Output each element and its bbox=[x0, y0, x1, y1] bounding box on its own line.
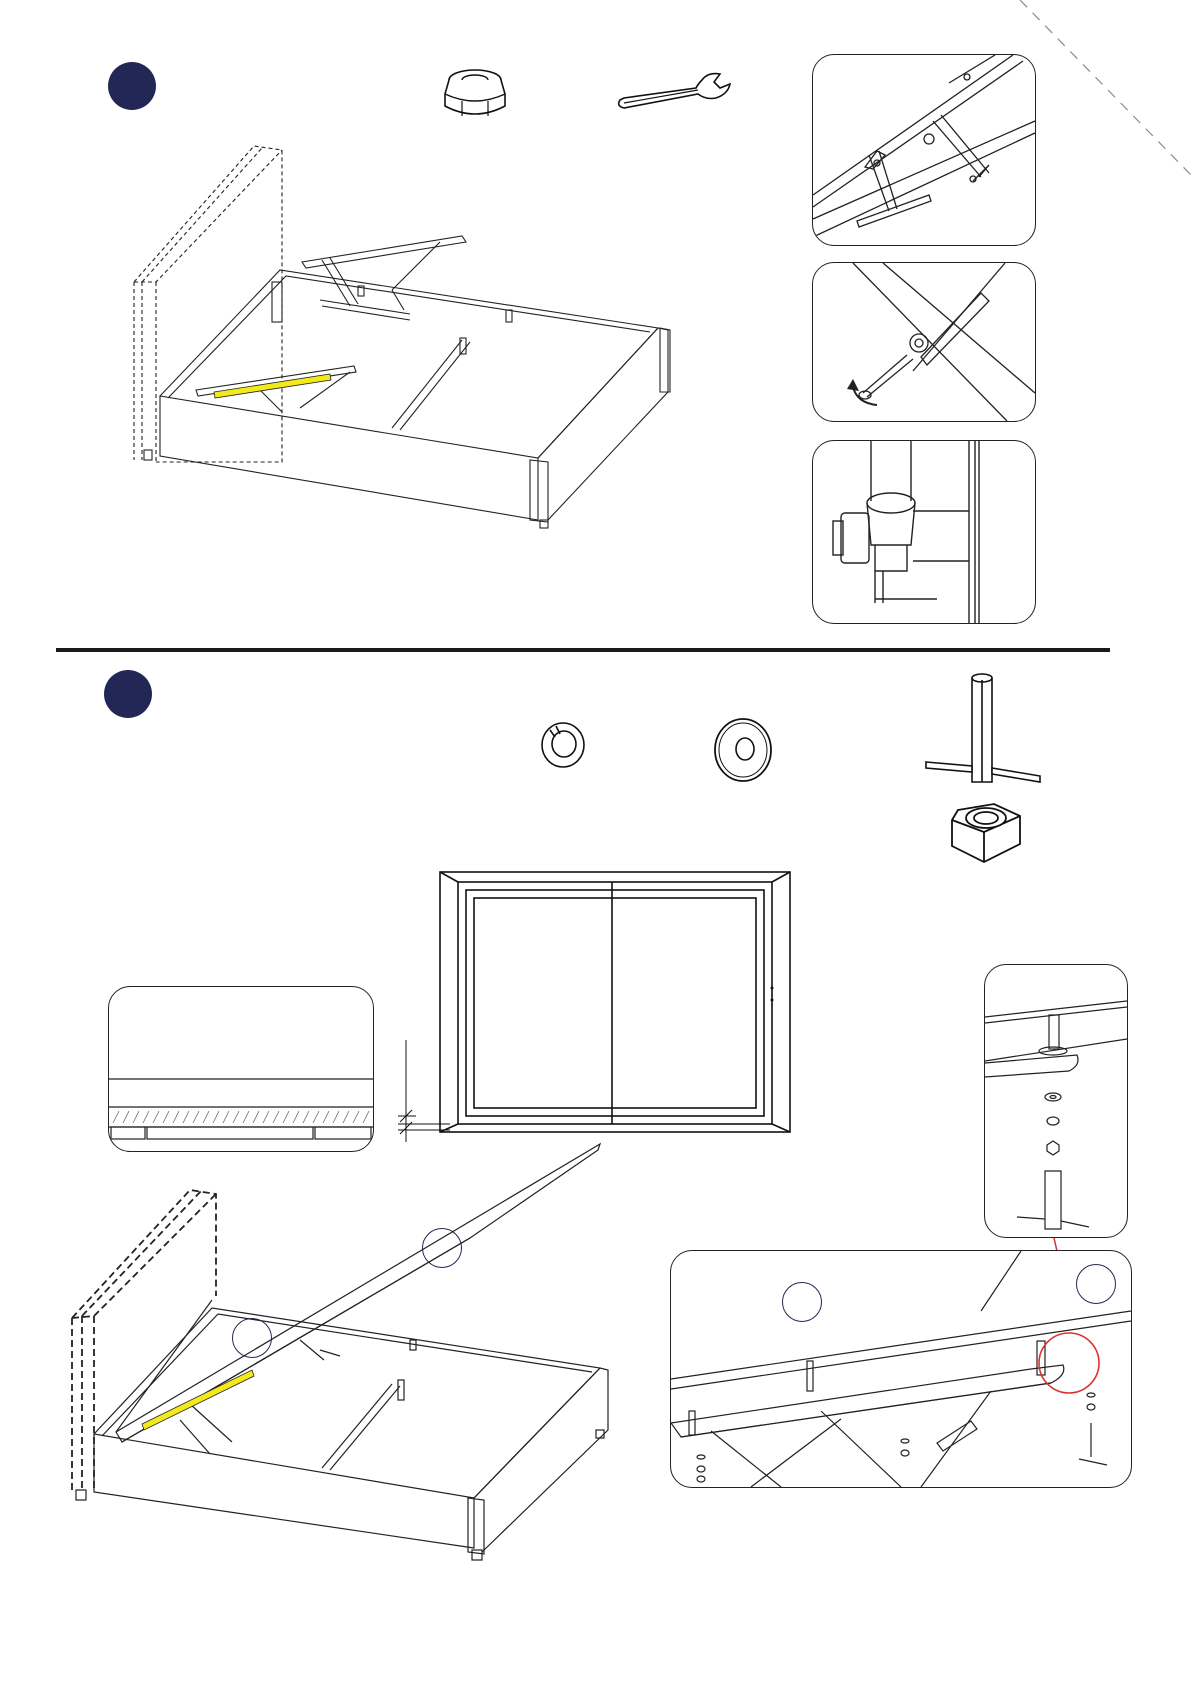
wrench-tightening-detail bbox=[812, 262, 1036, 422]
slat-gap-detail bbox=[108, 986, 374, 1152]
gas-strut-bracket-detail bbox=[812, 54, 1036, 246]
callout-circle-b bbox=[232, 1318, 272, 1358]
highlight-circle bbox=[1039, 1333, 1099, 1393]
callout-circle-a bbox=[422, 1228, 462, 1268]
gas-strut-highlight-2 bbox=[142, 1370, 254, 1430]
step-1-badge bbox=[108, 62, 156, 110]
bolt-stack-detail bbox=[984, 964, 1128, 1238]
open-end-wrench-icon bbox=[616, 70, 736, 114]
nut-side-detail bbox=[812, 440, 1036, 624]
callout-circle-d bbox=[1076, 1264, 1116, 1304]
callout-circle-c bbox=[782, 1282, 822, 1322]
cap-nut-icon bbox=[440, 66, 510, 126]
hex-nut-icon bbox=[944, 800, 1028, 870]
cut-line bbox=[1020, 0, 1192, 180]
rail-bolt-detail bbox=[670, 1250, 1132, 1488]
step-divider bbox=[56, 648, 1110, 652]
top-view-bed-frame bbox=[438, 870, 792, 1134]
gas-strut-highlight bbox=[214, 374, 331, 398]
t-handle-socket-wrench-icon bbox=[920, 672, 1046, 788]
step-2-badge bbox=[104, 670, 152, 718]
flat-washer-icon bbox=[712, 716, 774, 784]
split-lock-washer-icon bbox=[538, 720, 588, 770]
